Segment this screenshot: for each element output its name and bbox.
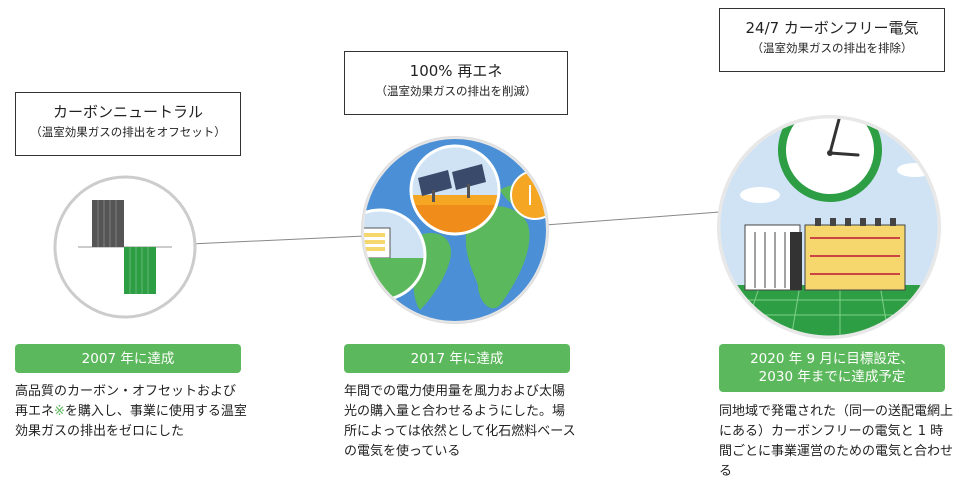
connector-line-1 [189,235,366,245]
stage-3-description: 同地域で発電された（同一の送配電網上にある）カーボンフリーの電気と 1 時間ごと… [719,404,954,479]
stage-1-milestone: 2007 年に達成 [15,344,241,373]
globe-circle [361,136,549,324]
clock-datacenter-circle [717,115,941,339]
stage-1-label-box: カーボンニュートラル （温室効果ガスの排出をオフセット） [15,92,241,156]
stage-2-milestone: 2017 年に達成 [344,344,570,373]
stage-1-title: カーボンニュートラル [52,103,203,121]
stage-1-milestone-text: 2007 年に達成 [81,350,175,367]
stage-2-label-box: 100% 再エネ （温室効果ガスの排出を削減） [344,51,568,115]
offset-bar [124,247,156,294]
stage-3-milestone: 2020 年 9 月に目標設定、 2030 年までに達成予定 [719,344,945,392]
offset-chart-circle [53,175,197,319]
emission-bar [92,200,124,247]
stage-2-subtitle: （温室効果ガスの排出を削減） [375,84,537,98]
stage-1-subtitle: （温室効果ガスの排出をオフセット） [30,125,226,139]
footnote-mark: ※ [54,404,65,419]
stage-2-description: 年間での電力使用量を風力および太陽光の購入量と合わせるようにした。場所によっては… [344,384,576,459]
stage-2-milestone-text: 2017 年に達成 [410,350,504,367]
stage-3-milestone-text-2: 2030 年までに達成予定 [758,369,906,385]
stage-3-milestone-text-1: 2020 年 9 月に目標設定、 [750,351,914,367]
stage-3-subtitle: （温室効果ガスの排出を排除） [751,41,913,55]
stage-3-title: 24/7 カーボンフリー電気 [745,19,919,37]
connector-line-2 [544,211,721,226]
stage-3-label-box: 24/7 カーボンフリー電気 （温室効果ガスの排出を排除） [719,8,945,72]
stage-1-description: 高品質のカーボン・オフセットおよび再エネ※を購入し、事業に使用する温室効果ガスの… [15,384,247,439]
stage-2-title: 100% 再エネ [409,62,503,80]
